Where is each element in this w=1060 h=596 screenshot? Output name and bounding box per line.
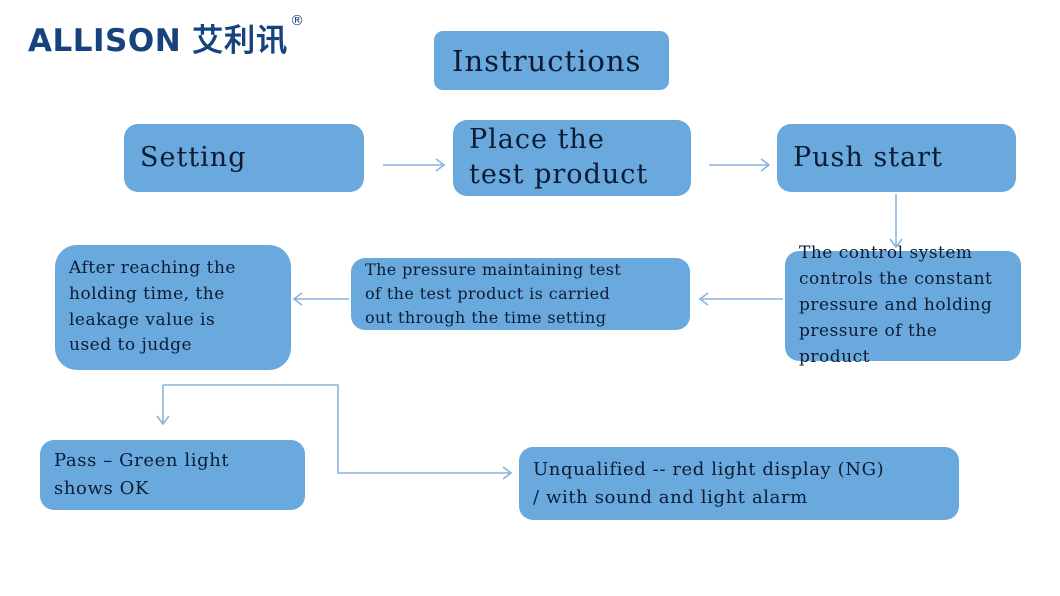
- connector-setting-to-place: [383, 158, 446, 172]
- connector-pressure-test-to-judgement: [292, 292, 349, 306]
- registered-trademark-icon: ®: [290, 13, 305, 29]
- page-title-label: Instructions: [452, 43, 642, 78]
- connector-place-to-push: [709, 158, 771, 172]
- process-pressure-maintaining-test-label: The pressure maintaining test of the tes…: [365, 259, 622, 328]
- step-place-test-product-label: Place the test product: [469, 124, 649, 190]
- process-pressure-maintaining-test: The pressure maintaining test of the tes…: [351, 258, 690, 330]
- logo-chinese-name: 艾利讯: [192, 23, 289, 59]
- result-pass: Pass – Green light shows OK: [40, 440, 305, 510]
- result-unqualified-label: Unqualified -- red light display (NG) / …: [533, 458, 885, 508]
- allison-logo: ALLISON 艾利讯 ®: [28, 14, 304, 59]
- step-setting: Setting: [124, 124, 364, 192]
- result-unqualified: Unqualified -- red light display (NG) / …: [519, 447, 959, 520]
- step-setting-label: Setting: [140, 141, 247, 173]
- process-leakage-judgement: After reaching the holding time, the lea…: [55, 245, 291, 370]
- result-pass-label: Pass – Green light shows OK: [54, 450, 230, 499]
- connector-control-system-to-pressure-test: [698, 292, 783, 306]
- step-push-start: Push start: [777, 124, 1016, 192]
- process-control-system-label: The control system controls the constant…: [799, 243, 993, 367]
- connector-push-to-control-system: [889, 194, 903, 249]
- step-place-test-product: Place the test product: [453, 120, 691, 196]
- connector-judgement-to-pass: [156, 385, 170, 426]
- logo-wordmark: ALLISON: [28, 23, 182, 59]
- step-push-start-label: Push start: [793, 141, 943, 173]
- process-control-system: The control system controls the constant…: [785, 243, 1021, 367]
- page-title-instructions: Instructions: [434, 31, 669, 90]
- process-leakage-judgement-label: After reaching the holding time, the lea…: [69, 257, 236, 356]
